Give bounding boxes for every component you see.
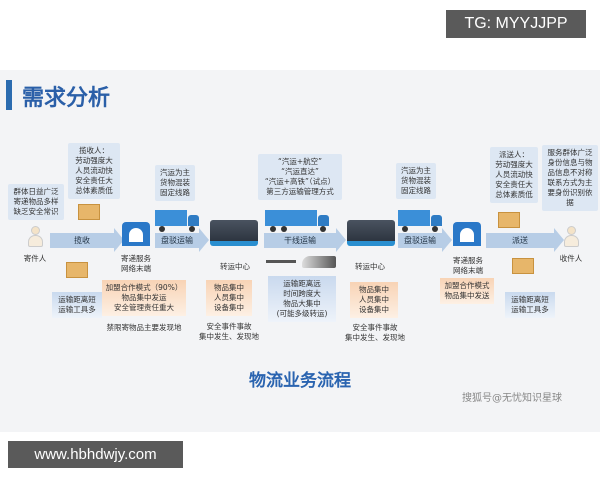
parcel-icon [498, 212, 520, 228]
truck-icon [398, 210, 443, 232]
receiver-bubble: 服务群体广泛 身份信息与物品信息不对称 联系方式为主要身份识别依据 [542, 145, 598, 211]
transfer-center-label-1: 转运中心 [220, 262, 250, 271]
pickup-transport-note: 运输距离短 运输工具多 [52, 292, 102, 318]
network-end-label-2: 寄递服务 网络末端 [453, 256, 483, 275]
short-haul-arrow-1: 盘驳运输 [155, 228, 209, 252]
network-end-icon [122, 222, 150, 246]
truck-icon [155, 210, 200, 232]
sender-bubble: 群体日益广泛 寄递物品多样 缺乏安全常识 [8, 184, 64, 220]
transfer-center-subnote-2: 安全事件事故 集中发生、发现地 [345, 323, 405, 342]
slide [0, 70, 600, 432]
parcel-transport-icon [66, 262, 88, 278]
trunk-bubble: “汽运+航空” “汽运直达” “汽运+高铁”（试点） 第三方运输管理方式 [258, 154, 342, 200]
sender-label: 寄件人 [23, 254, 47, 263]
airplane-icon [266, 260, 296, 263]
warehouse-icon [347, 220, 395, 246]
slide-title: 需求分析 [22, 86, 111, 111]
pickup-arrow: 揽收 [50, 228, 124, 252]
network-end-subnote-1: 禁限寄物品主要发现地 [106, 323, 182, 332]
parcel-icon [78, 204, 100, 220]
delivery-courier-bubble: 派送人： 劳动强度大 人员流动快 安全责任大 总体素质低 [490, 147, 538, 203]
receiver-label: 收件人 [559, 254, 583, 263]
warehouse-icon [210, 220, 258, 246]
delivery-arrow: 派送 [486, 228, 564, 252]
source-credit: 搜狐号@无忧知识星球 [462, 393, 562, 404]
trunk-note: 运输距离远 时间跨度大 物品大集中 (可能多级转运) [268, 276, 336, 322]
diagram-title: 物流业务流程 [249, 371, 351, 391]
transfer-center-note-1: 物品集中 人员集中 设备集中 [206, 280, 252, 316]
trunk-arrow: 干线运输 [264, 228, 346, 252]
transfer-center-note-2: 物品集中 人员集中 设备集中 [350, 282, 398, 318]
short-haul-bubble-1: 汽运为主 货物混装 固定线路 [155, 165, 195, 201]
network-end-note-1: 加盟合作模式（90%） 物品集中发运 安全管理责任重大 [102, 280, 186, 316]
pickup-courier-bubble: 揽收人： 劳动强度大 人员流动快 安全责任大 总体素质低 [68, 143, 120, 199]
network-end-label-1: 寄递服务 网络末端 [121, 254, 151, 273]
parcel-transport-icon [512, 258, 534, 274]
short-haul-arrow-2: 盘驳运输 [398, 228, 452, 252]
short-haul-bubble-2: 汽运为主 货物混装 固定线路 [396, 163, 436, 199]
transfer-center-label-2: 转运中心 [355, 262, 385, 271]
network-end-icon [453, 222, 481, 246]
trunk-truck-icon [265, 210, 331, 232]
train-icon [302, 256, 336, 268]
watermark-bottom: www.hbhdwjy.com [8, 441, 183, 468]
sender-person-icon [28, 226, 43, 248]
receiver-person-icon [564, 226, 579, 248]
title-accent-bar [6, 80, 12, 110]
transfer-center-subnote-1: 安全事件事故 集中发生、发现地 [199, 322, 259, 341]
network-end-note-2: 加盟合作模式 物品集中发送 [440, 278, 494, 304]
delivery-transport-note: 运输距离短 运输工具多 [505, 292, 555, 318]
watermark-top: TG: MYYJJPP [446, 10, 586, 38]
